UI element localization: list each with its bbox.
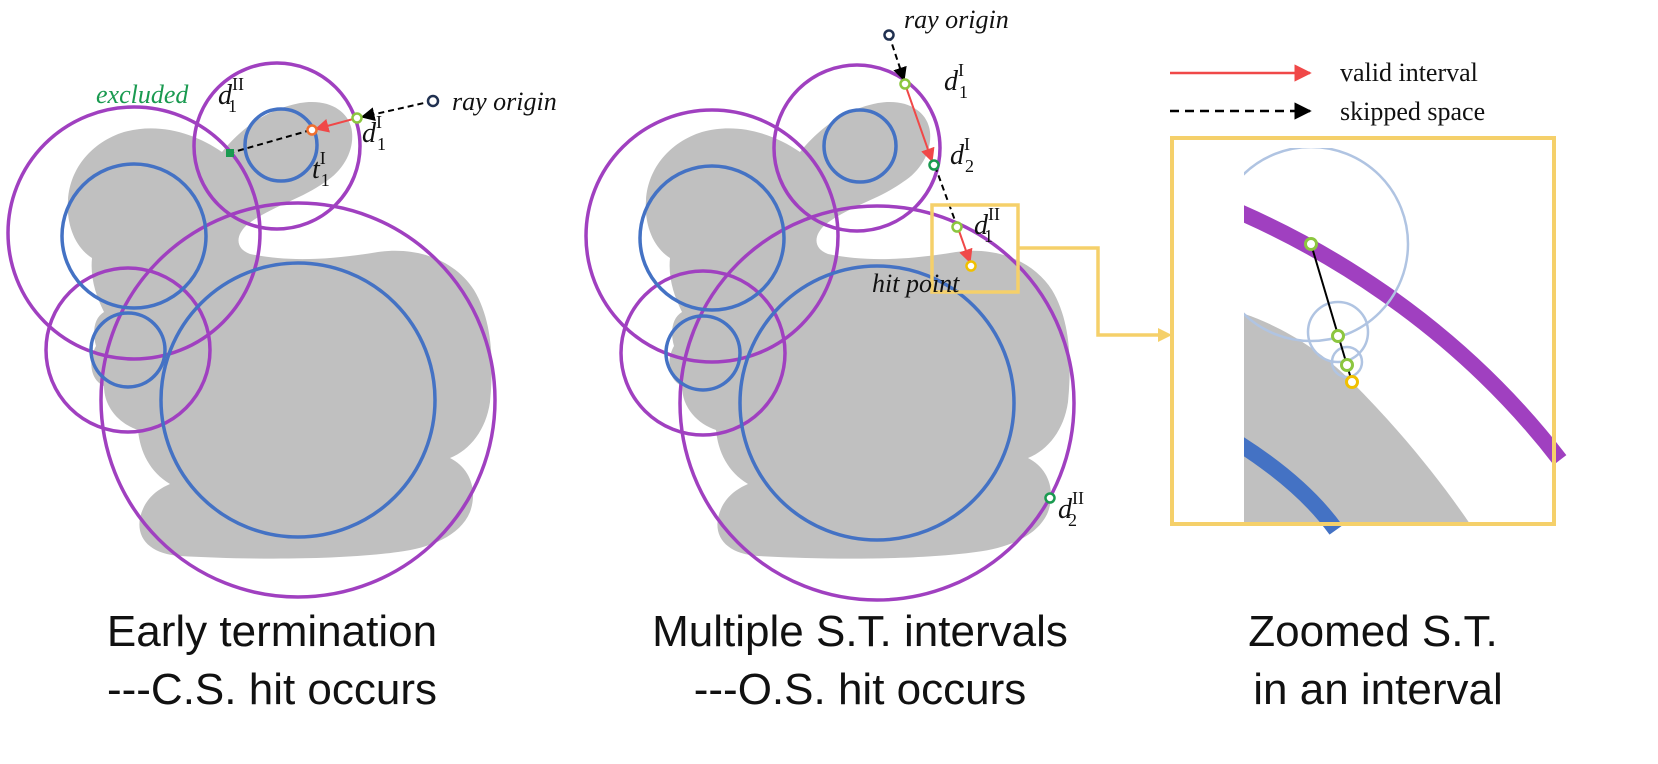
zoomed-outer-sphere-arc <box>1244 205 1567 465</box>
valid-interval-arrow <box>314 117 358 133</box>
caption-line-2: ---C.S. hit occurs <box>107 665 437 714</box>
caption-line-1: Early termination <box>107 607 437 656</box>
legend-valid-interval-label: valid interval <box>1340 58 1478 87</box>
outer-sphere <box>772 63 942 233</box>
excluded-dashed-segment <box>229 129 312 154</box>
hit-point-label: hit point <box>872 269 960 298</box>
inner-sphere <box>738 264 1016 542</box>
caption-line-1: Multiple S.T. intervals <box>652 607 1068 656</box>
t1-I-point <box>306 124 318 136</box>
outer-sphere <box>99 201 497 599</box>
zoomed-step-point <box>1331 329 1345 343</box>
ray-origin-label: ray origin <box>452 87 557 116</box>
zoomed-step-sphere <box>1306 300 1370 364</box>
inner-sphere <box>60 162 208 310</box>
zoomed-hit-point <box>1345 375 1359 389</box>
bunny-silhouette <box>67 101 492 559</box>
zoomed-step-sphere <box>1244 148 1410 343</box>
skipped-space-segment <box>934 165 958 227</box>
d1-I-point <box>351 112 363 124</box>
outer-sphere <box>584 108 840 364</box>
zoomed-step-sphere <box>1330 345 1364 379</box>
zoomed-inner-sphere-arc <box>1244 437 1343 535</box>
outer-sphere <box>619 269 787 437</box>
outer-sphere <box>6 105 262 361</box>
caption-line-1: Zoomed S.T. <box>1248 607 1497 656</box>
zoom-connector-arrow <box>1018 246 1166 337</box>
outer-sphere <box>678 204 1076 602</box>
caption-line-2: ---O.S. hit occurs <box>694 665 1027 714</box>
valid-interval-arrow <box>957 227 973 264</box>
outer-sphere <box>44 266 212 434</box>
excluded-point <box>226 149 234 157</box>
ray-origin-point <box>883 29 895 41</box>
d1-II-point <box>951 221 963 233</box>
bunny-silhouette <box>645 101 1070 559</box>
hit-point-marker <box>965 260 977 272</box>
inner-sphere <box>89 311 167 389</box>
ray-origin-point <box>426 94 440 108</box>
zoomed-step-point <box>1304 237 1318 251</box>
ray-origin-label: ray origin <box>904 5 1009 34</box>
inner-sphere <box>638 164 786 312</box>
skipped-space-arrow <box>888 34 907 82</box>
excluded-label: excluded <box>96 80 189 109</box>
d2-I-point <box>928 159 940 171</box>
zoom-panel-frame <box>1170 136 1556 526</box>
valid-interval-arrow <box>904 83 935 163</box>
outer-sphere <box>192 61 362 231</box>
inner-sphere <box>159 261 437 539</box>
skipped-space-arrow <box>360 100 434 122</box>
inner-sphere <box>664 314 742 392</box>
d1-I-point <box>899 78 911 90</box>
d2-II-point <box>1044 492 1056 504</box>
inner-sphere <box>243 107 319 183</box>
panel-zoomed: Zoomed S.T. in an interval <box>1170 136 1567 714</box>
caption-line-2: in an interval <box>1253 665 1502 714</box>
zoomed-step-point <box>1340 358 1354 372</box>
zoomed-bunny-surface <box>1244 313 1470 524</box>
zoom-connector-arrowhead <box>1158 328 1172 342</box>
legend-skipped-space-label: skipped space <box>1340 97 1485 126</box>
inner-sphere <box>822 108 898 184</box>
legend: valid interval skipped space <box>1170 58 1485 126</box>
